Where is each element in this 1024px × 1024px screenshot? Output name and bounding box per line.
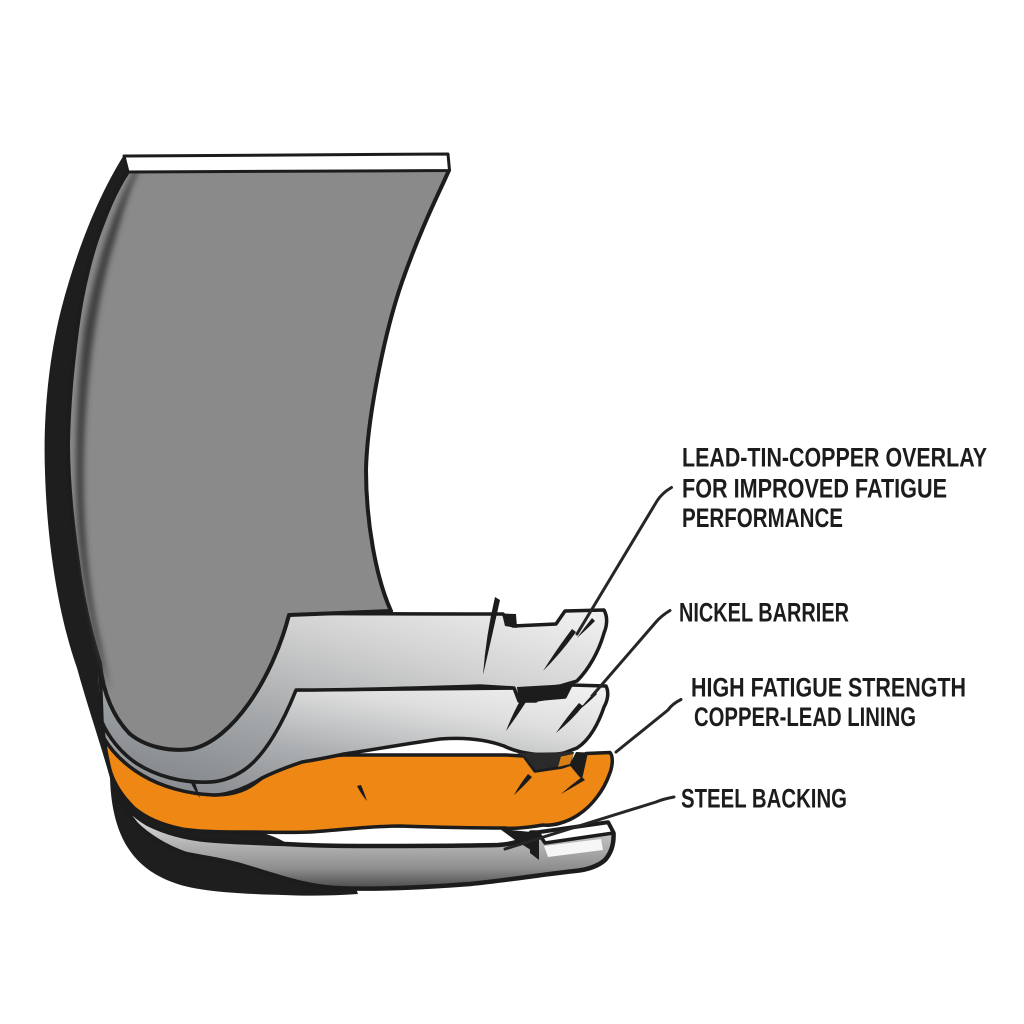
svg-text:LEAD-TIN-COPPER OVERLAY: LEAD-TIN-COPPER OVERLAY — [682, 443, 987, 473]
svg-text:FOR IMPROVED FATIGUE: FOR IMPROVED FATIGUE — [682, 474, 947, 504]
svg-text:COPPER-LEAD LINING: COPPER-LEAD LINING — [694, 702, 916, 732]
svg-text:HIGH FATIGUE STRENGTH: HIGH FATIGUE STRENGTH — [691, 673, 966, 703]
svg-text:PERFORMANCE: PERFORMANCE — [682, 503, 843, 533]
svg-text:NICKEL BARRIER: NICKEL BARRIER — [679, 598, 849, 628]
svg-text:STEEL BACKING: STEEL BACKING — [681, 784, 847, 814]
